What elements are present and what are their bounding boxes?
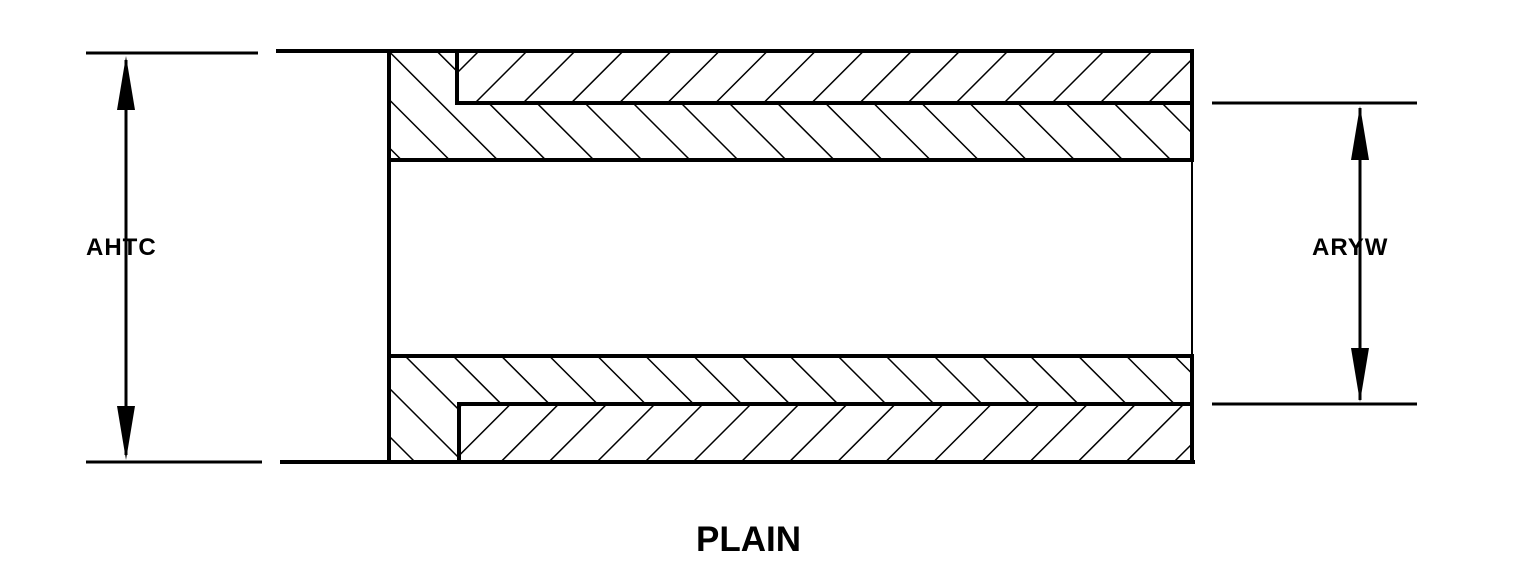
inner-diameter-label: ARYW <box>1312 234 1389 261</box>
outer-diameter-label: AHTC <box>86 234 157 261</box>
diagram-title: PLAIN <box>696 520 801 559</box>
left-bottom-arrow-icon <box>117 406 135 460</box>
right-bottom-arrow-icon <box>1351 348 1369 402</box>
bottom-outer-shell <box>457 402 1194 464</box>
right-top-arrow-icon <box>1351 106 1369 160</box>
left-top-arrow-icon <box>117 56 135 110</box>
top-outer-shell <box>455 49 1194 105</box>
